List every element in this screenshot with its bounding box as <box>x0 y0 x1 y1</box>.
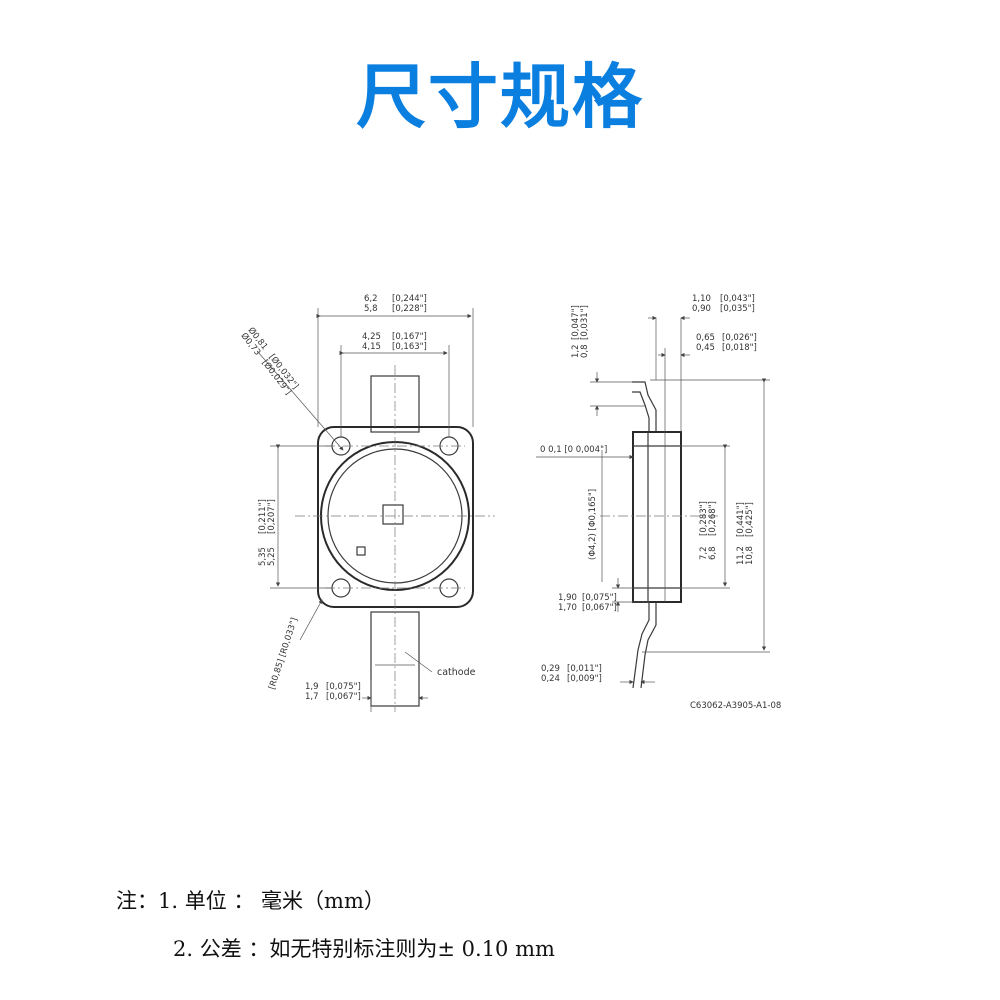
mid-max: 0,65 <box>696 333 715 343</box>
step-min: 1,70 <box>558 603 577 613</box>
mid-min-in: [0,018"] <box>722 343 757 353</box>
body-max-in: [0,283"] <box>699 501 709 536</box>
body-min: 6,8 <box>708 546 718 560</box>
front-view: 6,2 5,8 [0,244"] [0,228"] 4,25 4,15 [0,1… <box>239 294 495 712</box>
package-body <box>317 426 474 608</box>
height-min-in: [0,207"] <box>267 499 277 534</box>
body-min-in: [0,268"] <box>708 501 718 536</box>
lead-t-max-in: [0,011"] <box>567 664 602 674</box>
lead-h-min-in: [0,031"] <box>580 305 590 340</box>
side-body <box>632 431 682 603</box>
top-min-in: [0,035"] <box>720 304 755 314</box>
height-max: 5,35 <box>258 547 268 566</box>
step-max: 1,90 <box>558 593 577 603</box>
lead-h-min: 0,8 <box>580 344 590 358</box>
width-min-in: [0,228"] <box>392 304 427 314</box>
height-max-in: [0,211"] <box>258 499 268 534</box>
top-max-in: [0,043"] <box>720 294 755 304</box>
inner-min: 4,15 <box>362 342 381 352</box>
inner-max: 4,25 <box>362 332 381 342</box>
total-min: 10,8 <box>745 546 755 565</box>
lead-t-min: 0,24 <box>541 674 560 684</box>
inner-min-in: [0,163"] <box>392 342 427 352</box>
lens-dim: (Φ4,2) [Φ0,165"] <box>588 489 598 560</box>
width-max: 6,2 <box>364 294 378 304</box>
lead-max-in: [0,075"] <box>326 682 361 692</box>
lead-max: 1,9 <box>305 682 319 692</box>
body-max: 7,2 <box>699 546 709 560</box>
note-line-2: 2. 公差 ：如无特别标注则为± 0.10 mm <box>173 937 555 961</box>
lead-t-min-in: [0,009"] <box>567 674 602 684</box>
polarity-mark <box>356 546 366 556</box>
lead-h-max-in: [0,047"] <box>571 305 581 340</box>
inner-max-in: [0,167"] <box>392 332 427 342</box>
step-max-in: [0,075"] <box>582 593 617 603</box>
height-min: 5,25 <box>267 547 277 566</box>
total-max-in: [0,441"] <box>736 502 746 537</box>
lead-t-max: 0,29 <box>541 664 560 674</box>
width-min: 5,8 <box>364 304 378 314</box>
side-view: 1,10 0,90 [0,043"] [0,035"] 0,65 0,45 [0… <box>536 294 781 711</box>
note-line-1: 注：1. 单位 ： 毫米（mm） <box>116 889 385 913</box>
total-min-in: [0,425"] <box>745 502 755 537</box>
lead-min-in: [0,067"] <box>326 692 361 702</box>
lead-h-max: 1,2 <box>571 344 581 358</box>
mid-min: 0,45 <box>696 343 715 353</box>
lead-min: 1,7 <box>305 692 319 702</box>
flat-dim: 0 0,1 [0 0,004"] <box>540 445 607 455</box>
drawing-code: C63062-A3905-A1-08 <box>690 701 781 711</box>
total-max: 11,2 <box>736 546 746 565</box>
step-min-in: [0,067"] <box>582 603 617 613</box>
mid-max-in: [0,026"] <box>722 333 757 343</box>
chip <box>382 504 404 525</box>
radius-label: [R0,85] [R0,033"] <box>267 617 300 691</box>
page-title: 尺寸规格 <box>356 56 644 138</box>
width-max-in: [0,244"] <box>392 294 427 304</box>
top-min: 0,90 <box>692 304 711 314</box>
cathode-label: cathode <box>437 667 476 678</box>
top-max: 1,10 <box>692 294 711 304</box>
